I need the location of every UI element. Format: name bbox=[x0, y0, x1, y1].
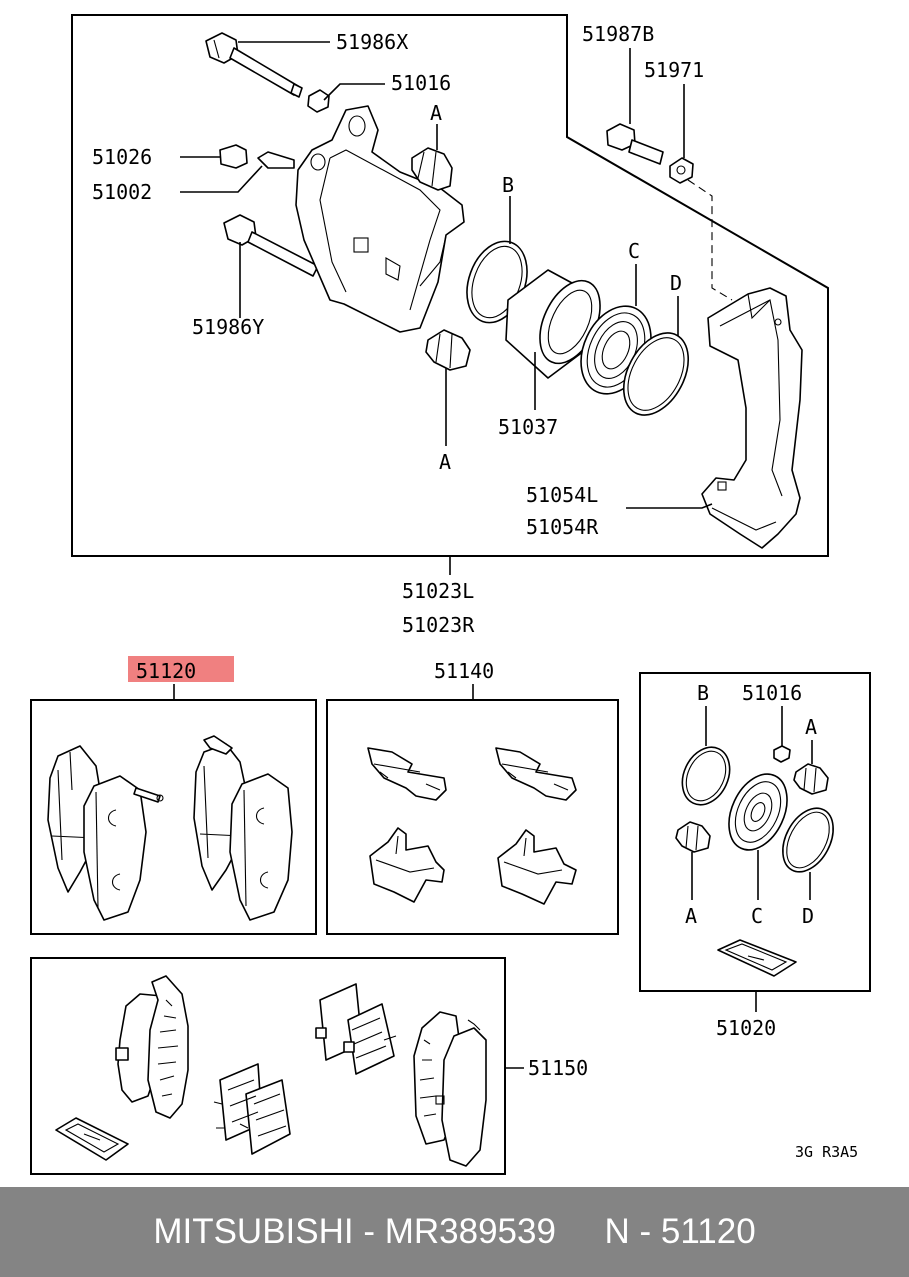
caliper-assembly-frame bbox=[71, 14, 829, 557]
cap-51026 bbox=[219, 144, 248, 169]
label-51987B: 51987B bbox=[582, 22, 654, 46]
label-ref-a-upper: A bbox=[430, 101, 442, 125]
label-51002: 51002 bbox=[92, 180, 152, 204]
caliper-bracket bbox=[701, 287, 803, 549]
seal-kit-box-51020 bbox=[639, 672, 871, 992]
footer-bar: MITSUBISHI - MR389539 N - 51120 bbox=[0, 1187, 909, 1277]
guide-pin-lower bbox=[223, 214, 319, 277]
label-51971: 51971 bbox=[644, 58, 704, 82]
boot-a-upper bbox=[411, 147, 453, 191]
clip-lower-right bbox=[497, 829, 577, 905]
kit-boot-c bbox=[728, 773, 788, 851]
brake-pad-left-pair bbox=[47, 745, 164, 921]
bleeder-51002 bbox=[257, 151, 295, 169]
kit-boot-a-right bbox=[793, 763, 829, 795]
bolt-51987B bbox=[606, 123, 664, 165]
label-51986X: 51986X bbox=[336, 30, 408, 54]
bushing-51016 bbox=[307, 89, 330, 113]
brake-pad-right-pair bbox=[193, 735, 293, 921]
kit-ring-d bbox=[782, 807, 834, 873]
label-ref-b: B bbox=[502, 173, 514, 197]
kit-label-51016: 51016 bbox=[742, 681, 802, 705]
label-51986Y: 51986Y bbox=[192, 315, 264, 339]
label-51026: 51026 bbox=[92, 145, 152, 169]
caliper-body bbox=[295, 105, 465, 333]
kit-label-a-left: A bbox=[685, 904, 697, 928]
guide-pin-upper bbox=[205, 32, 303, 98]
kit-label-c: C bbox=[751, 904, 763, 928]
label-51150: 51150 bbox=[528, 1056, 588, 1080]
clip-upper-left bbox=[367, 747, 447, 801]
clip-set-box-51140 bbox=[326, 699, 619, 935]
washer-51971 bbox=[669, 157, 694, 184]
kit-shim-pair-middle bbox=[213, 1063, 291, 1155]
part-highlight-51120 bbox=[128, 656, 234, 682]
kit-boot-a-left bbox=[675, 821, 711, 853]
label-ref-c-main: C bbox=[628, 239, 640, 263]
label-51016: 51016 bbox=[391, 71, 451, 95]
parts-diagram: 51986X 51016 51026 51002 51986Y A bbox=[30, 14, 871, 1175]
kit-label-a-right: A bbox=[805, 715, 817, 739]
kit-label-b: B bbox=[697, 681, 709, 705]
label-ref-d-main: D bbox=[670, 271, 682, 295]
label-51023R: 51023R bbox=[402, 613, 475, 637]
label-51140: 51140 bbox=[434, 659, 494, 683]
kit-pad-tall-pair bbox=[115, 975, 189, 1119]
pad-set-box-51120 bbox=[30, 699, 317, 935]
clip-upper-right bbox=[495, 747, 577, 801]
clip-lower-left bbox=[369, 827, 445, 903]
kit-grease-packet bbox=[717, 939, 797, 977]
footer-text: MITSUBISHI - MR389539 N - 51120 bbox=[153, 1212, 756, 1251]
kit-shim-pair-upper bbox=[315, 983, 397, 1075]
drawing-code: 3G R3A5 bbox=[795, 1143, 858, 1161]
kit-label-d: D bbox=[802, 904, 814, 928]
kit-pad-right-pair bbox=[413, 1011, 487, 1167]
label-51120[interactable]: 51120 bbox=[136, 659, 196, 683]
label-ref-a-lower: A bbox=[439, 450, 451, 474]
ring-d bbox=[622, 332, 690, 416]
label-51054L: 51054L bbox=[526, 483, 598, 507]
label-51054R: 51054R bbox=[526, 515, 599, 539]
kit-bushing bbox=[773, 745, 791, 763]
kit-grease-packet-left bbox=[55, 1117, 129, 1161]
label-51020: 51020 bbox=[716, 1016, 776, 1040]
label-51037: 51037 bbox=[498, 415, 558, 439]
boot-a-lower bbox=[425, 329, 471, 371]
kit-seal-b bbox=[681, 746, 731, 806]
label-51023L: 51023L bbox=[402, 579, 474, 603]
pad-kit-box-51150 bbox=[30, 957, 506, 1175]
